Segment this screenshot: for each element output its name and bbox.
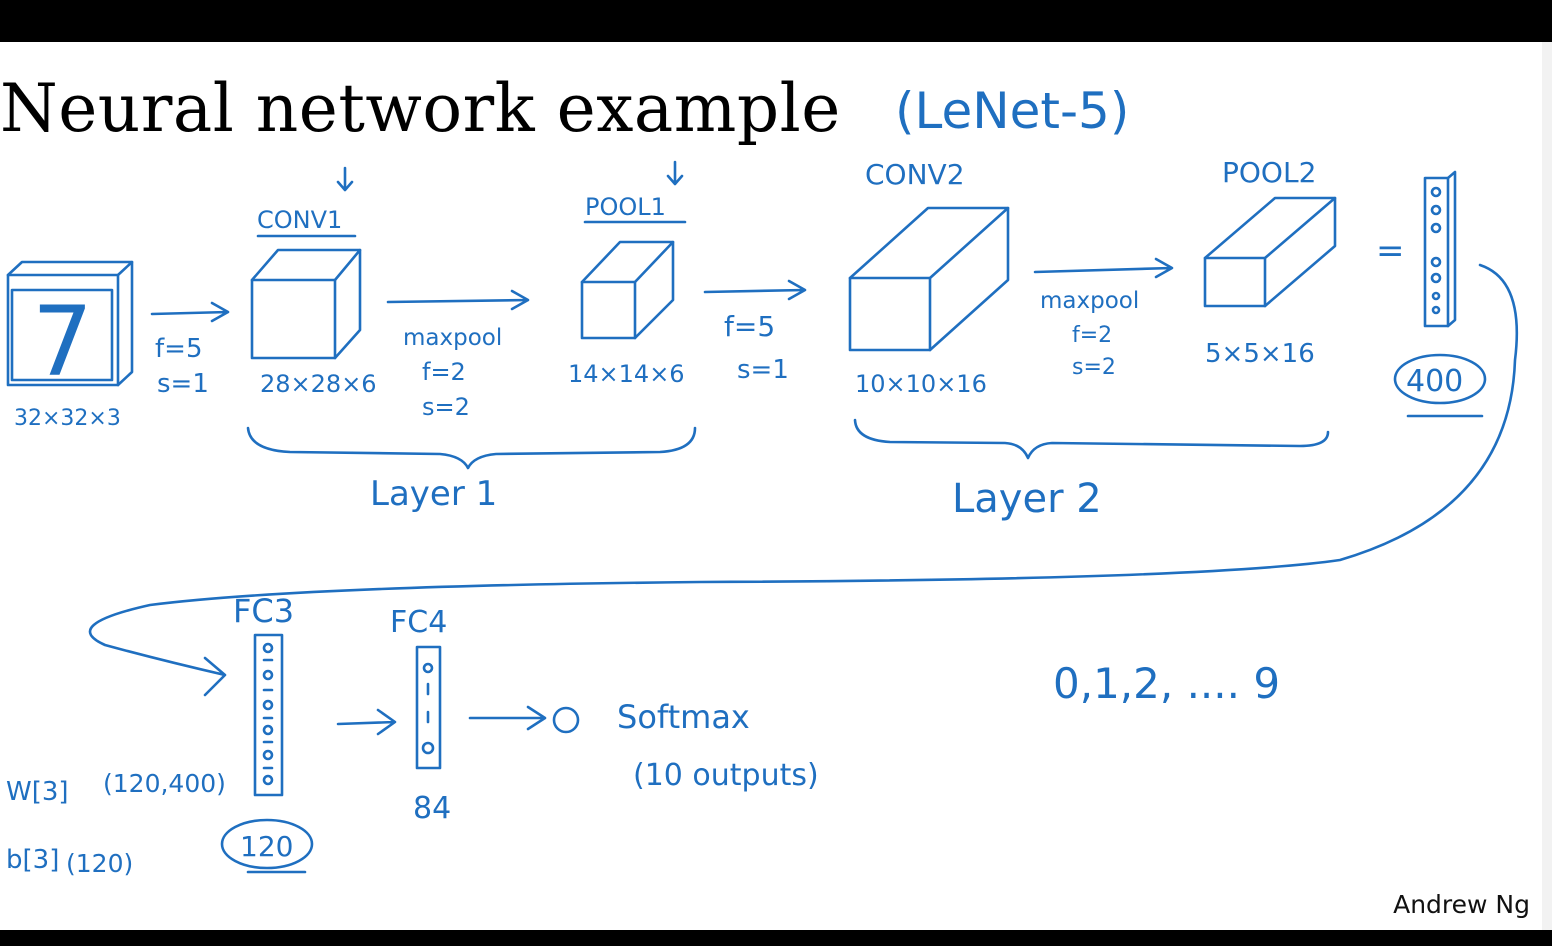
- pool1-down-arrow: [666, 160, 684, 186]
- input-volume: [6, 260, 134, 387]
- arrow-input-conv1: [150, 301, 230, 323]
- fc4-label: FC4: [390, 605, 447, 640]
- conv1-dims: 28×28×6: [260, 370, 377, 398]
- layer1-brace: [246, 426, 697, 470]
- softmax-node: [552, 706, 580, 734]
- w3-label: W[3]: [6, 777, 69, 807]
- pool1-label: POOL1: [585, 193, 666, 221]
- conv1-s: s=1: [157, 369, 209, 399]
- conv1-volume: [250, 248, 362, 360]
- arrow-conv1-pool1: [386, 289, 530, 311]
- conv2-s: s=1: [737, 355, 789, 385]
- pool1-dims: 14×14×6: [568, 360, 685, 388]
- pool1-f: f=2: [422, 358, 466, 386]
- conv2-volume: [848, 206, 1010, 352]
- handwritten-diagram: (LeNet-5) 7 32×32×3 f=5 s=1 CONV1 28×28×…: [6, 82, 1519, 878]
- layer2-label: Layer 2: [952, 476, 1102, 522]
- conv2-f: f=5: [724, 310, 775, 343]
- softmax-label: Softmax: [617, 698, 750, 736]
- b3-label: b[3]: [6, 845, 59, 875]
- outputs-label: (10 outputs): [633, 758, 819, 793]
- fc3-count: 120: [240, 830, 293, 863]
- connector-curve: [88, 263, 1519, 697]
- flattened-vector: [1423, 170, 1457, 328]
- right-gutter: [1542, 42, 1552, 930]
- conv2-dims: 10×10×16: [855, 370, 987, 398]
- pool2-f: f=2: [1072, 323, 1112, 348]
- pool2-dims: 5×5×16: [1205, 339, 1315, 369]
- pool1-volume: [580, 240, 675, 340]
- conv1-down-arrow: [336, 166, 354, 192]
- arrow-conv2-pool2: [1033, 257, 1174, 279]
- arrow-fc3-fc4: [336, 708, 397, 736]
- author-credit: Andrew Ng: [1393, 890, 1530, 919]
- flat-count-circle: [1393, 353, 1487, 405]
- input-digit: 7: [32, 286, 93, 398]
- digits-label: 0,1,2, .... 9: [1053, 659, 1280, 708]
- conv1-f: f=5: [155, 334, 202, 364]
- fc3-label: FC3: [233, 592, 294, 630]
- conv2-label: CONV2: [865, 158, 965, 191]
- equals-sign: =: [1376, 231, 1405, 271]
- pool2-s: s=2: [1072, 355, 1116, 380]
- pool2-op: maxpool: [1040, 288, 1139, 314]
- fc3-vector: [253, 633, 284, 797]
- conv1-label: CONV1: [257, 206, 342, 234]
- layer1-label: Layer 1: [370, 474, 497, 514]
- pool2-volume: [1203, 196, 1337, 308]
- pool1-s: s=2: [422, 393, 470, 421]
- slide-title: Neural network example: [0, 70, 841, 147]
- pool1-op: maxpool: [403, 325, 502, 351]
- lenet-label: (LeNet-5): [895, 82, 1129, 140]
- slide-canvas: Neural network example (LeNet-5) 7 32×32…: [0, 42, 1542, 930]
- fc3-count-circle: [220, 818, 314, 870]
- w3-shape: (120,400): [103, 769, 226, 798]
- flat-count: 400: [1406, 364, 1463, 399]
- fc4-count: 84: [413, 791, 451, 826]
- layer2-brace: [853, 418, 1330, 460]
- arrow-fc4-softmax: [468, 705, 547, 731]
- b3-shape: (120): [66, 849, 133, 878]
- pool2-label: POOL2: [1222, 156, 1316, 189]
- arrow-pool1-conv2: [703, 279, 807, 301]
- fc4-vector: [415, 645, 442, 770]
- input-dims: 32×32×3: [14, 406, 121, 431]
